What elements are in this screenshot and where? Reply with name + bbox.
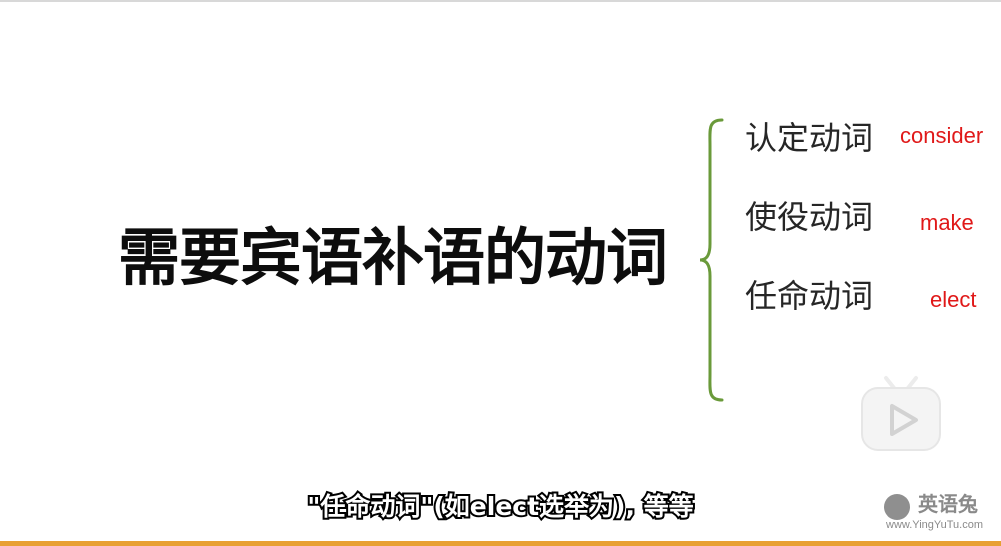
play-icon[interactable] bbox=[858, 372, 944, 452]
example-elect: elect bbox=[930, 287, 977, 312]
rabbit-logo-icon bbox=[884, 494, 910, 520]
example-consider: consider bbox=[900, 123, 984, 148]
progress-bar[interactable] bbox=[0, 541, 1001, 546]
category-label-make: 使役动词 bbox=[745, 198, 874, 236]
category-label-elect: 任命动词 bbox=[745, 277, 874, 315]
subtitle-caption: "任命动词"(如elect选举为), 等等 bbox=[0, 490, 1001, 524]
curly-brace bbox=[699, 118, 724, 402]
top-divider bbox=[0, 0, 1001, 2]
example-make: make bbox=[920, 210, 974, 235]
subtitle-text: "任命动词"(如elect选举为), 等等 bbox=[305, 490, 695, 523]
watermark-name: 英语兔 bbox=[918, 492, 978, 516]
watermark-url: www.YingYuTu.com bbox=[886, 519, 984, 531]
category-label-consider: 认定动词 bbox=[745, 119, 874, 157]
slide-title: 需要宾语补语的动词 bbox=[118, 221, 668, 294]
watermark-logo: 英语兔 www.YingYuTu.com bbox=[884, 490, 994, 534]
